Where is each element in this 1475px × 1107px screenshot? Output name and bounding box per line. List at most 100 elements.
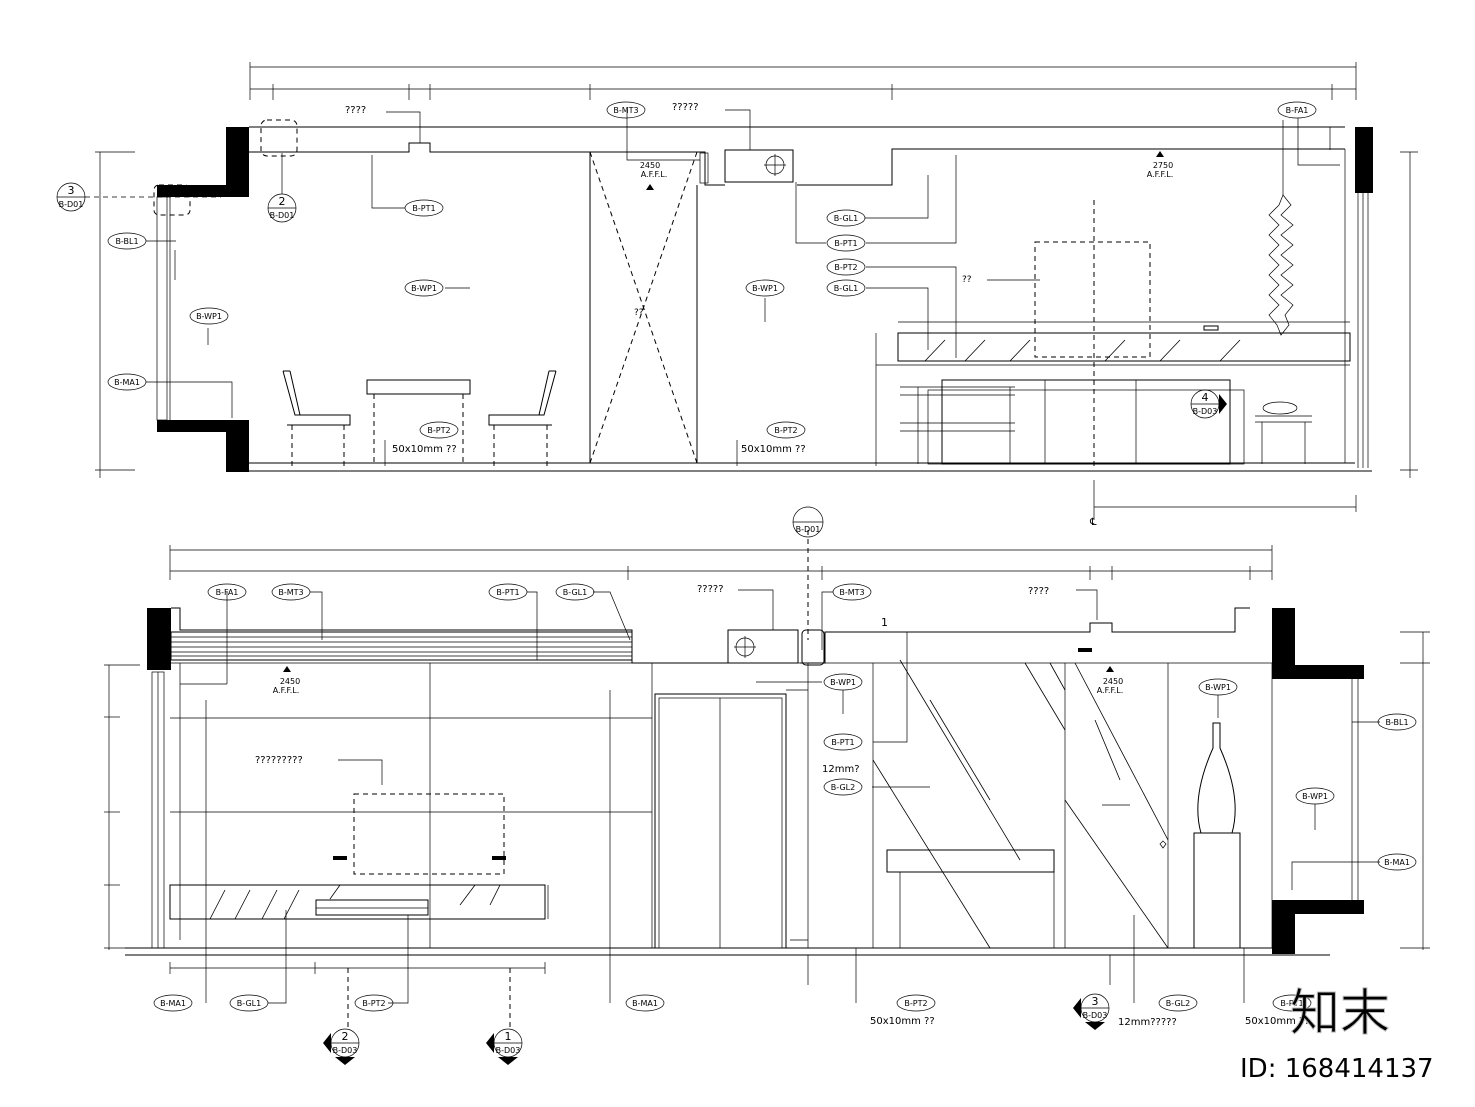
material-tag: B-PT1 — [823, 733, 863, 751]
material-tag: B-GL1 — [229, 994, 269, 1012]
section-marker-number: 2 — [279, 195, 286, 208]
section-marker: 1 B-D03 — [486, 1028, 523, 1065]
material-tag: B-PT2 — [419, 421, 459, 439]
material-tag: B-MA1 — [1377, 853, 1417, 871]
svg-text:B-MT3: B-MT3 — [839, 588, 864, 597]
bottom-ceiling-floor — [125, 607, 1330, 956]
section-marker-ref: B-D01 — [796, 525, 821, 534]
svg-text:B-WP1: B-WP1 — [411, 284, 437, 293]
tv-wall — [169, 663, 653, 948]
material-tag: B-FA1 — [1277, 101, 1317, 119]
section-marker: 4 B-D03 — [1190, 389, 1227, 419]
skirting-note: 50x10mm ?? — [741, 444, 806, 455]
level-sub: A.F.F.L. — [1147, 170, 1174, 179]
top-material-tags: B-MT3 B-FA1 B-PT1 B-BL1 B-WP1 B-WP1 B-WP… — [107, 101, 1317, 439]
section-marker-ref: B-D03 — [496, 1046, 521, 1055]
dining-furniture — [282, 370, 557, 466]
shelf-note: ?? — [962, 275, 972, 285]
section-marker-number: 3 — [1092, 995, 1099, 1008]
level-value: 2450 — [640, 161, 660, 170]
tv-note: ????????? — [255, 755, 303, 766]
section-marker-number: 1 — [505, 1030, 512, 1043]
svg-text:B-PT2: B-PT2 — [427, 426, 450, 435]
light-note: ???? — [1028, 586, 1049, 597]
ac-note: ????? — [697, 584, 724, 595]
svg-text:B-WP1: B-WP1 — [1302, 792, 1328, 801]
bottom-material-tags: B-FA1 B-MT3 B-PT1 B-GL1 B-MT3 B-WP1 B-PT… — [153, 583, 1417, 1012]
section-marker-ref: B-D01 — [270, 211, 295, 220]
bottom-dimension-lines — [104, 545, 1430, 985]
svg-text:B-PT2: B-PT2 — [904, 999, 927, 1008]
svg-text:B-FA1: B-FA1 — [1286, 106, 1309, 115]
material-tag: B-PT2 — [826, 258, 866, 276]
material-tag: B-FA1 — [207, 583, 247, 601]
material-tag: B-PT1 — [1272, 994, 1312, 1012]
top-level-markers: 2450 A.F.F.L. 2750 A.F.F.L. — [640, 151, 1173, 190]
svg-text:B-BL1: B-BL1 — [1385, 718, 1408, 727]
watermark-id: ID: 168414137 — [1240, 1054, 1434, 1084]
svg-text:B-PT2: B-PT2 — [362, 999, 385, 1008]
svg-text:B-MA1: B-MA1 — [1384, 858, 1410, 867]
material-tag: B-MT3 — [832, 583, 872, 601]
material-tag: B-MA1 — [625, 994, 665, 1012]
material-tag: B-WP1 — [745, 279, 785, 297]
bottom-notes: ????? ???? ????????? 12mm? 12mm????? 1 5… — [255, 584, 1310, 1028]
material-tag: B-MT3 — [271, 583, 311, 601]
svg-text:B-MT3: B-MT3 — [278, 588, 303, 597]
level-sub: A.F.F.L. — [641, 170, 668, 179]
svg-text:B-PT2: B-PT2 — [774, 426, 797, 435]
material-tag: B-MA1 — [107, 373, 147, 391]
top-leader-lines — [146, 109, 1340, 466]
material-tag: B-MA1 — [153, 994, 193, 1012]
skirting-note: 50x10mm ?? — [870, 1016, 935, 1027]
material-tag: B-BL1 — [1377, 713, 1417, 731]
svg-text:B-WP1: B-WP1 — [752, 284, 778, 293]
section-marker: 3 B-D01 — [56, 182, 221, 212]
material-tag: B-WP1 — [1295, 787, 1335, 805]
skirting-note: 50x10mm ?? — [392, 444, 457, 455]
bottom-leader-lines — [205, 530, 1380, 1030]
level-value: 2750 — [1153, 161, 1173, 170]
living-wall-elements — [875, 120, 1351, 470]
material-tag: B-GL1 — [826, 279, 866, 297]
light-note: ???? — [345, 105, 366, 116]
top-ceiling-floor — [249, 126, 1372, 472]
glass-partition — [872, 659, 1273, 949]
material-tag: B-PT2 — [354, 994, 394, 1012]
bottom-elevation: 2450 A.F.F.L. 2450 A.F.F.L. ????? ???? ?… — [104, 506, 1430, 1065]
svg-text:B-MT3: B-MT3 — [613, 106, 638, 115]
top-notes: ???? ????? ?? ?? 50x10mm ?? 50x10mm ?? ℄ — [345, 102, 1097, 528]
centerline-mark: ℄ — [1089, 517, 1097, 528]
material-tag: B-PT1 — [826, 234, 866, 252]
section-marker-ref: B-D03 — [333, 1046, 358, 1055]
material-tag: B-PT1 — [488, 583, 528, 601]
material-tag: B-WP1 — [823, 673, 863, 691]
material-tag: B-GL1 — [555, 583, 595, 601]
svg-text:B-PT1: B-PT1 — [831, 738, 854, 747]
svg-text:B-WP1: B-WP1 — [1205, 683, 1231, 692]
section-marker-ref: B-D03 — [1083, 1011, 1108, 1020]
glass-note: 12mm????? — [1118, 1017, 1177, 1028]
svg-text:B-PT2: B-PT2 — [834, 263, 857, 272]
svg-text:B-WP1: B-WP1 — [196, 312, 222, 321]
top-elevation: 2450 A.F.F.L. 2750 A.F.F.L. ???? ????? ?… — [56, 62, 1418, 528]
ac-note: ????? — [672, 102, 699, 113]
section-marker: 2 B-D01 — [260, 119, 298, 223]
section-marker-number: 2 — [342, 1030, 349, 1043]
svg-text:B-GL2: B-GL2 — [1166, 999, 1190, 1008]
svg-text:B-GL1: B-GL1 — [834, 284, 858, 293]
svg-text:B-MA1: B-MA1 — [114, 378, 140, 387]
svg-text:B-PT1: B-PT1 — [1280, 999, 1303, 1008]
material-tag: B-GL1 — [826, 209, 866, 227]
door-note: ?? — [634, 308, 644, 318]
grid-mark: 1 — [881, 616, 888, 629]
top-dimension-lines — [95, 62, 1418, 520]
svg-text:B-PT1: B-PT1 — [834, 239, 857, 248]
level-value: 2450 — [280, 677, 300, 686]
section-marker-ref: B-D01 — [59, 200, 84, 209]
top-walls — [156, 127, 1373, 472]
watermark: 知末 ID: 168414137 — [1240, 984, 1434, 1085]
material-tag: B-PT2 — [896, 994, 936, 1012]
svg-text:B-PT1: B-PT1 — [412, 204, 435, 213]
